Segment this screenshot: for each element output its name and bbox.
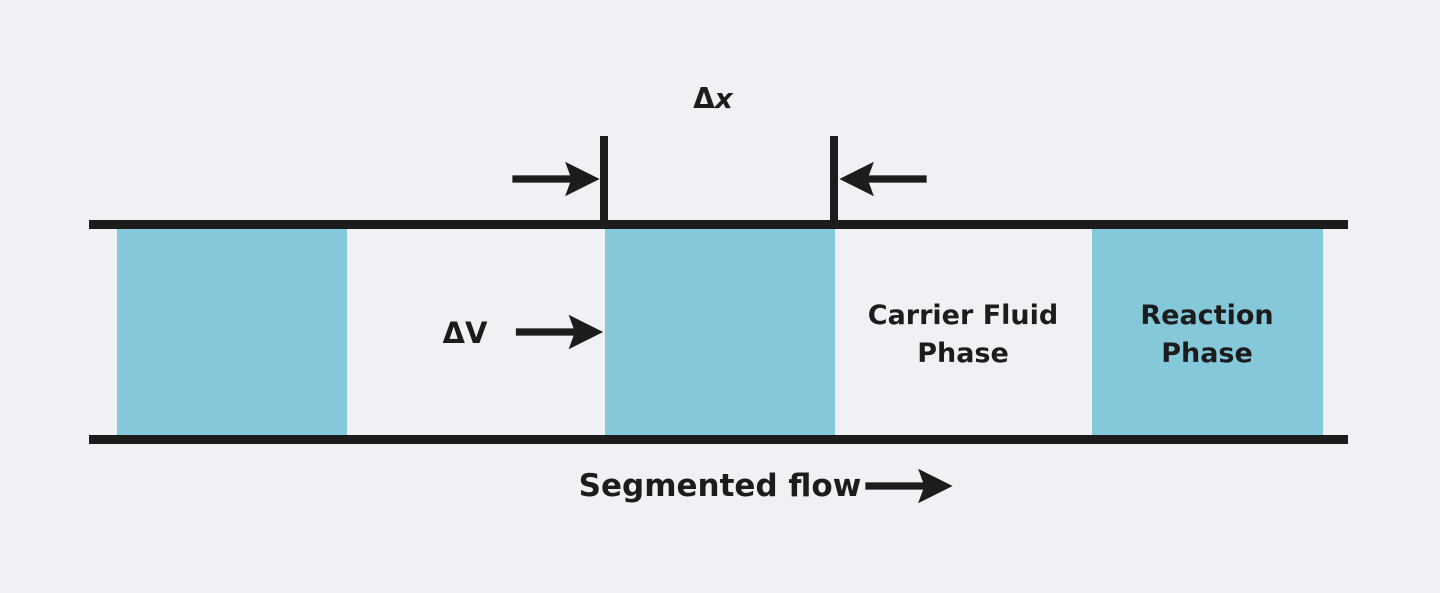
reaction-segment-middle	[605, 229, 835, 435]
channel-bottom-wall	[89, 435, 1348, 444]
reaction-segment-right	[1092, 229, 1323, 435]
delta-v-label: ΔV	[442, 316, 488, 350]
segmented-flow-caption: Segmented flow	[578, 468, 862, 504]
channel-top-wall	[89, 220, 1348, 229]
arrow-left-icon	[839, 161, 927, 197]
carrier-fluid-phase-label: Carrier Fluid Phase	[867, 300, 1059, 369]
delta-x-left-tick	[600, 136, 608, 229]
arrow-right-icon	[515, 314, 604, 350]
arrow-right-icon	[865, 468, 953, 504]
delta-x-right-tick	[830, 136, 838, 229]
delta-x-symbol: Δ	[693, 82, 715, 115]
reaction-phase-label: Reaction Phase	[1140, 300, 1274, 369]
delta-x-label: Δx	[663, 84, 763, 114]
delta-x-variable: x	[714, 82, 733, 115]
arrow-right-icon	[512, 161, 600, 197]
reaction-segment-left	[117, 229, 347, 435]
